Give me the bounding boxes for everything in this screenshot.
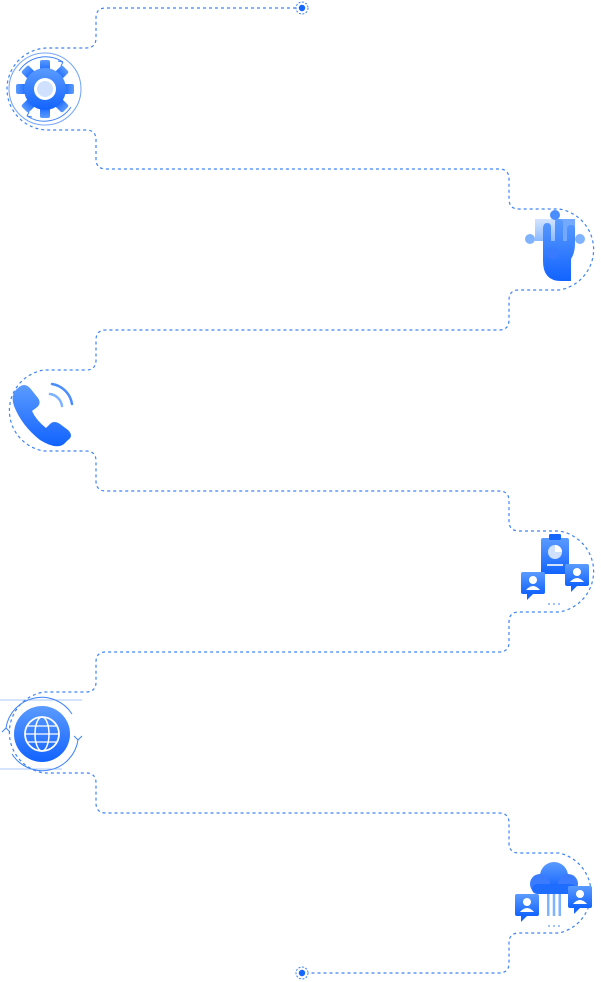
end-dot (295, 966, 309, 980)
clipboard-users-icon (521, 534, 589, 605)
gear-icon (8, 52, 82, 126)
globe-sync-icon (0, 696, 83, 772)
start-dot (295, 1, 309, 15)
cloud-users-icon (515, 862, 592, 927)
connector-path (6, 7, 595, 974)
hand-puzzle-icon (525, 210, 585, 281)
phone-call-icon (12, 382, 74, 447)
